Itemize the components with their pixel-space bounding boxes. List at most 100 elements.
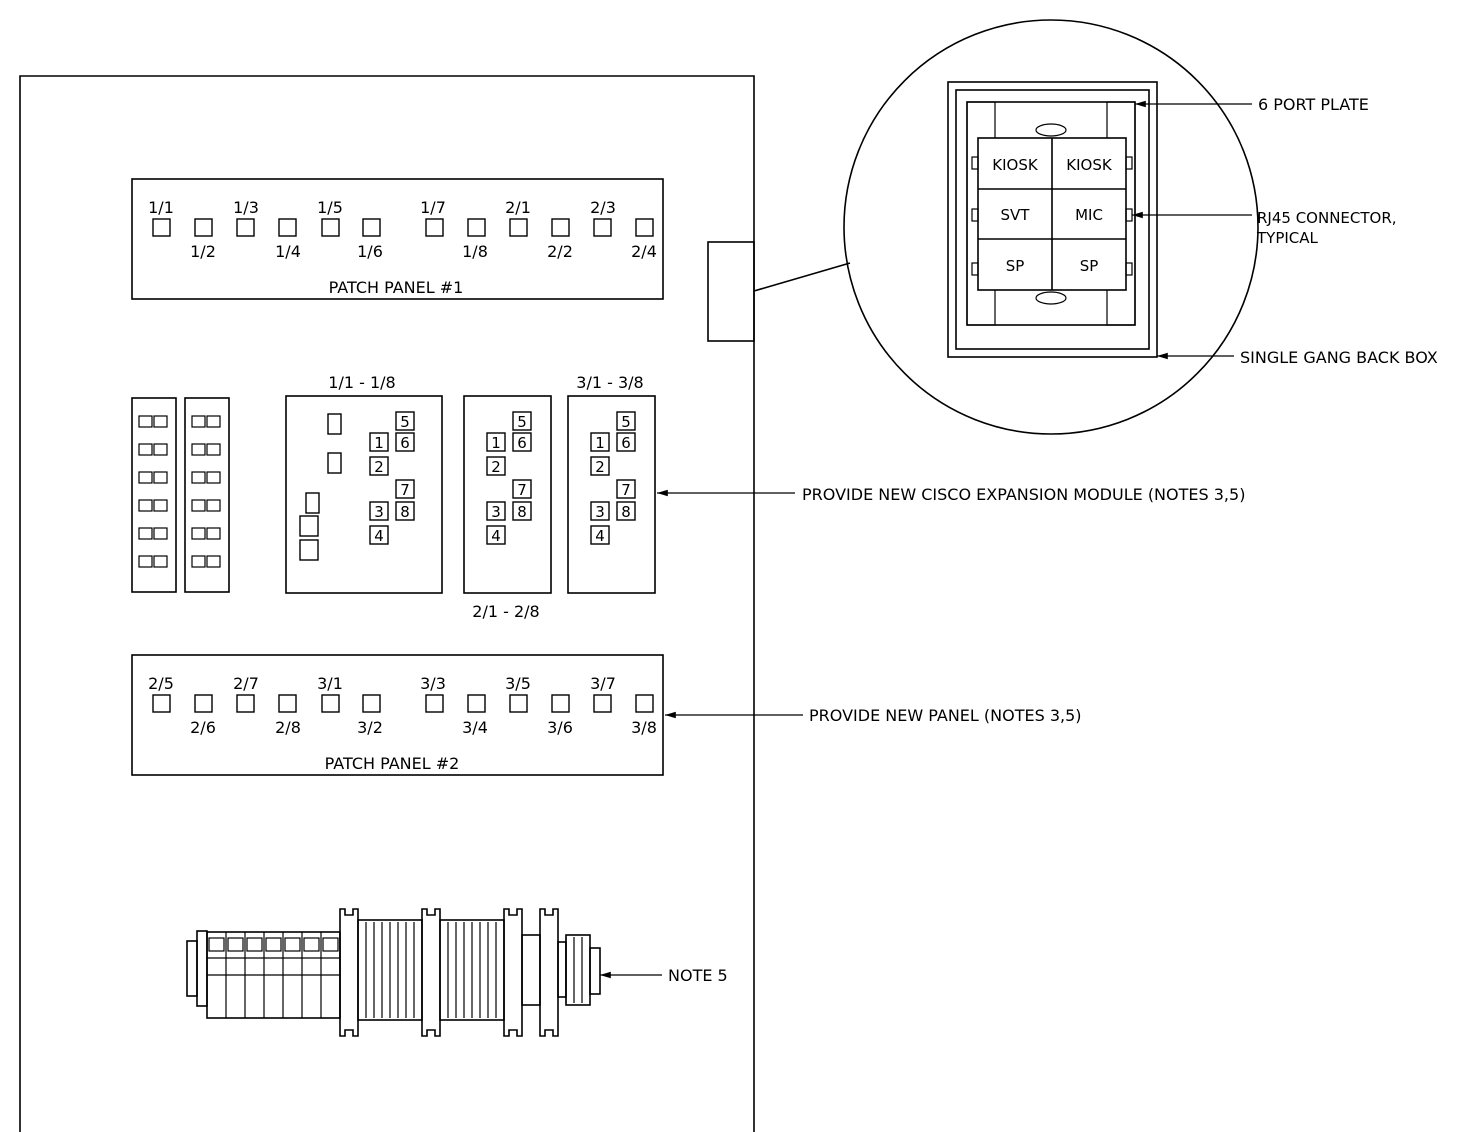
module-c-ports: 1 2 3 4 5 6 7 8 [590,411,636,545]
detail-circle [843,19,1259,435]
patch-port-jack [551,218,570,237]
pp1-label-2-3: 2/3 [590,198,616,217]
rj45-callout-line2: TYPICAL [1256,229,1319,247]
expansion-module-c [567,395,656,594]
back-box-inner [955,89,1150,350]
port-box [395,432,415,452]
port-number: 1 [595,434,605,452]
fiber-strip-1 [131,397,177,593]
port-number: 6 [517,434,527,452]
fiber-port [138,415,153,428]
fiber-port [153,499,168,512]
pp1-label-1-6: 1/6 [357,242,383,261]
pp2-label-3-4: 3/4 [462,718,488,737]
pp1-label-1-7: 1/7 [420,198,446,217]
patch-port-jack [509,218,528,237]
pp1-label-2-2: 2/2 [547,242,573,261]
patch-port-jack [635,694,654,713]
block-clamp [421,908,441,1037]
module-a-slot [299,539,319,561]
pp1-label-1-3: 1/3 [233,198,259,217]
pp2-label-3-2: 3/2 [357,718,383,737]
module-c-range-label: 3/1 - 3/8 [576,373,643,392]
pp2-label-2-7: 2/7 [233,674,259,693]
patch-port-jack [236,694,255,713]
terminal-screw [265,937,282,952]
fiber-port [206,499,221,512]
port-box [486,432,506,452]
block-clamp [539,908,559,1037]
patch-panel-1-frame [131,178,664,300]
pp1-label-2-1: 2/1 [505,198,531,217]
port-box [369,525,389,545]
port-number: 5 [400,413,410,431]
pp2-label-3-8: 3/8 [631,718,657,737]
patch-panel-1: 1/1 1/3 1/5 1/7 2/1 2/3 1/2 1/4 1/6 1/8 … [131,178,664,300]
terminal-screw [284,937,301,952]
detail-leader-line [753,262,851,292]
port-number: 6 [621,434,631,452]
patch-port-jack [321,694,340,713]
rj45-clip-icon [971,156,979,170]
pp2-label-2-5: 2/5 [148,674,174,693]
rj45-clip-icon [971,262,979,276]
module-a-slot [327,413,342,435]
module-b-range-label: 2/1 - 2/8 [472,602,539,621]
patch-port-jack [278,694,297,713]
port-box [616,501,636,521]
pp2-label-3-7: 3/7 [590,674,616,693]
patch-port-jack [551,694,570,713]
new-panel-callout: PROVIDE NEW PANEL (NOTES 3,5) [809,706,1082,725]
fiber-port [191,555,206,568]
port-box [512,479,532,499]
end-block [565,934,591,1006]
port-number: 3 [374,503,384,521]
port-box [395,479,415,499]
pp1-label-2-4: 2/4 [631,242,657,261]
port-number: 1 [374,434,384,452]
expansion-modules: 1/1 - 1/8 3/1 - 3/8 2/1 - 2/8 1 2 3 4 5 … [285,373,1245,621]
port-box [512,411,532,431]
port-box [395,411,415,431]
port-number: 5 [517,413,527,431]
port-box [369,501,389,521]
terminal-screw [246,937,263,952]
patch-port-jack [425,694,444,713]
patch-panel-2: 2/5 2/7 3/1 3/3 3/5 3/7 2/6 2/8 3/2 3/4 … [131,654,1082,776]
port-number: 7 [621,481,631,499]
rail-end-stop-left [196,930,208,1007]
port-number: 5 [621,413,631,431]
fiber-port [191,415,206,428]
plate-detail: KIOSK KIOSK SVT MIC SP SP 6 PORT PLATE R… [843,19,1438,435]
pp2-label-3-1: 3/1 [317,674,343,693]
fiber-strip-2 [184,397,230,593]
fiber-port [153,415,168,428]
terminal-screw [303,937,320,952]
port-box [395,501,415,521]
fiber-port [191,471,206,484]
port-number: 4 [374,527,384,545]
port-box [590,432,610,452]
port-number: 8 [400,503,410,521]
patch-port-jack [593,218,612,237]
terminal-screw [208,937,225,952]
plate-port-sp-2: SP [1080,257,1099,275]
fiber-port [138,555,153,568]
back-box-outer [947,81,1158,358]
port-number: 2 [374,458,384,476]
port-box [486,501,506,521]
terminal-block-rail: NOTE 5 [186,908,728,1037]
pp1-label-1-2: 1/2 [190,242,216,261]
port-number: 2 [595,458,605,476]
fiber-port [138,499,153,512]
expansion-module-b [463,395,552,594]
patch-panel-2-title: PATCH PANEL #2 [325,754,460,773]
patch-port-jack [362,694,381,713]
pp1-label-1-5: 1/5 [317,198,343,217]
port-box [512,501,532,521]
fiber-port [191,499,206,512]
port-box [616,411,636,431]
top-screw-icon [1035,123,1067,137]
rj45-clip-icon [1125,262,1133,276]
expansion-module-callout: PROVIDE NEW CISCO EXPANSION MODULE (NOTE… [802,485,1245,504]
